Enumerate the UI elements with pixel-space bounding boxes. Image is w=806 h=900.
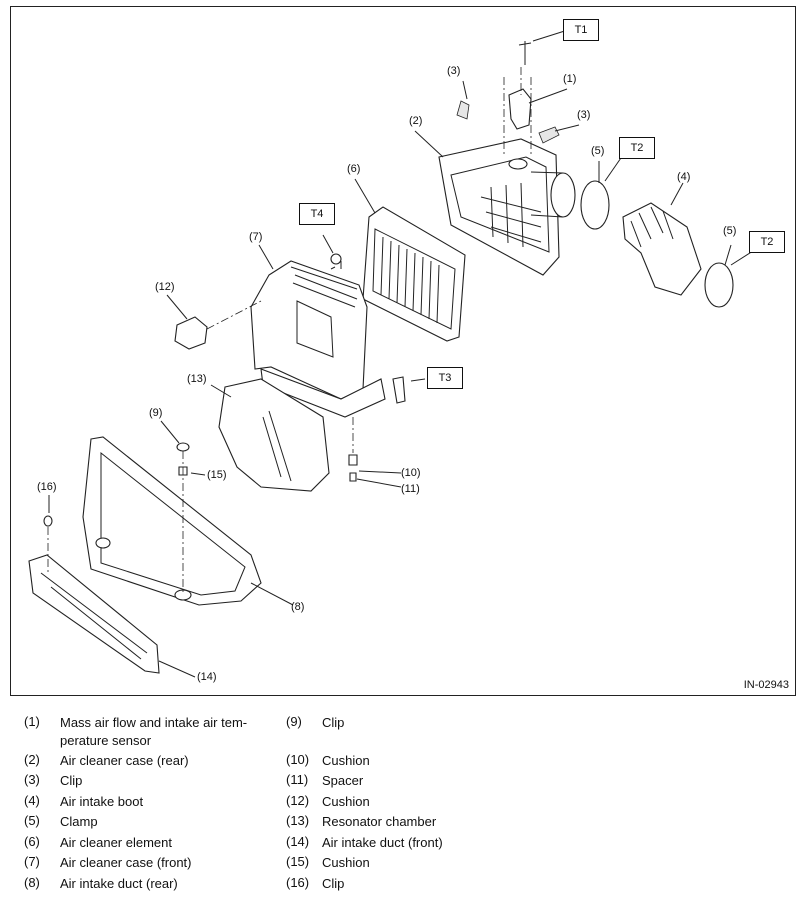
- torque-label-t1: T1: [563, 19, 599, 41]
- callout-13: (13): [187, 373, 207, 385]
- legend-text: Air cleaner element: [60, 835, 172, 850]
- legend-text: Cushion: [322, 855, 370, 870]
- bolt-t3-drawing: [392, 376, 406, 404]
- legend-text: Cushion: [322, 794, 370, 809]
- callout-9: (9): [149, 407, 163, 419]
- legend-text: Air cleaner case (front): [60, 855, 192, 870]
- legend-num: (2): [24, 752, 40, 767]
- legend-text: Air intake duct (front): [322, 835, 443, 850]
- legend-num: (11): [286, 772, 309, 787]
- legend-num: (3): [24, 772, 40, 787]
- cushion-12-drawing: [174, 316, 208, 350]
- air-intake-duct-rear-drawing: [82, 436, 262, 606]
- callout-3b: (3): [577, 109, 591, 121]
- legend-num: (16): [286, 875, 310, 890]
- cushion-10-drawing: [348, 454, 358, 466]
- legend-text: Clip: [322, 715, 345, 730]
- callout-12: (12): [155, 281, 175, 293]
- callout-15: (15): [207, 469, 227, 481]
- legend-num: (10): [286, 752, 310, 767]
- clip-9-drawing: [176, 442, 190, 452]
- torque-label-t2b: T2: [749, 231, 785, 253]
- legend-num: (6): [24, 834, 40, 849]
- legend-num: (15): [286, 854, 310, 869]
- legend-text: Air cleaner case (rear): [60, 753, 189, 768]
- legend-num: (9): [286, 714, 302, 729]
- nut-t4-drawing: [330, 253, 342, 265]
- legend-text: Clip: [322, 876, 345, 891]
- figure-id: IN-02943: [743, 679, 789, 691]
- legend-text: Air intake duct (rear): [60, 876, 178, 891]
- clamp-5b-drawing: [704, 262, 734, 308]
- air-cleaner-case-front-drawing: [250, 260, 386, 418]
- legend-text: Mass air flow and intake air tem-peratur…: [60, 715, 248, 748]
- legend-num: (13): [286, 813, 310, 828]
- legend-num: (7): [24, 854, 40, 869]
- legend-num: (1): [24, 714, 40, 729]
- exploded-view-diagram: (1) (2) (3) (3) (4) (5) (5) (6) (7) (8) …: [10, 6, 796, 696]
- torque-label-t2a: T2: [619, 137, 655, 159]
- clip-3b-drawing: [538, 126, 560, 144]
- callout-8: (8): [291, 601, 305, 613]
- clip-16-drawing: [43, 515, 53, 527]
- legend-num: (5): [24, 813, 40, 828]
- air-intake-duct-front-drawing: [28, 554, 160, 674]
- air-intake-boot-drawing: [622, 202, 702, 296]
- callout-16: (16): [37, 481, 57, 493]
- legend-num: (12): [286, 793, 310, 808]
- callout-6: (6): [347, 163, 361, 175]
- legend-text: Air intake boot: [60, 794, 144, 809]
- callout-1: (1): [563, 73, 577, 85]
- air-cleaner-case-rear-drawing: [438, 138, 576, 276]
- legend-text: Clip: [60, 773, 83, 788]
- callout-5a: (5): [591, 145, 605, 157]
- spacer-11-drawing: [349, 472, 357, 482]
- callout-10: (10): [401, 467, 421, 479]
- callout-14: (14): [197, 671, 217, 683]
- resonator-chamber-drawing: [218, 378, 330, 492]
- callout-7: (7): [249, 231, 263, 243]
- legend-text: Clamp: [60, 814, 98, 829]
- legend-num: (14): [286, 834, 310, 849]
- legend-text: Spacer: [322, 773, 364, 788]
- parts-legend: (1) Mass air flow and intake air tem-per…: [0, 708, 806, 898]
- legend-num: (8): [24, 875, 40, 890]
- legend-text: Resonator chamber: [322, 814, 437, 829]
- diagram-drawing: [28, 28, 754, 678]
- mass-air-flow-sensor-drawing: [503, 41, 532, 170]
- callout-3a: (3): [447, 65, 461, 77]
- callout-11: (11): [401, 483, 420, 495]
- clip-3a-drawing: [456, 100, 470, 120]
- torque-label-t4: T4: [299, 203, 335, 225]
- clamp-5a-drawing: [580, 180, 610, 230]
- legend-num: (4): [24, 793, 40, 808]
- legend-text: Cushion: [322, 753, 370, 768]
- torque-label-t3: T3: [427, 367, 463, 389]
- callout-4: (4): [677, 171, 691, 183]
- air-cleaner-element-drawing: [362, 206, 466, 342]
- callout-2: (2): [409, 115, 423, 127]
- callout-5b: (5): [723, 225, 737, 237]
